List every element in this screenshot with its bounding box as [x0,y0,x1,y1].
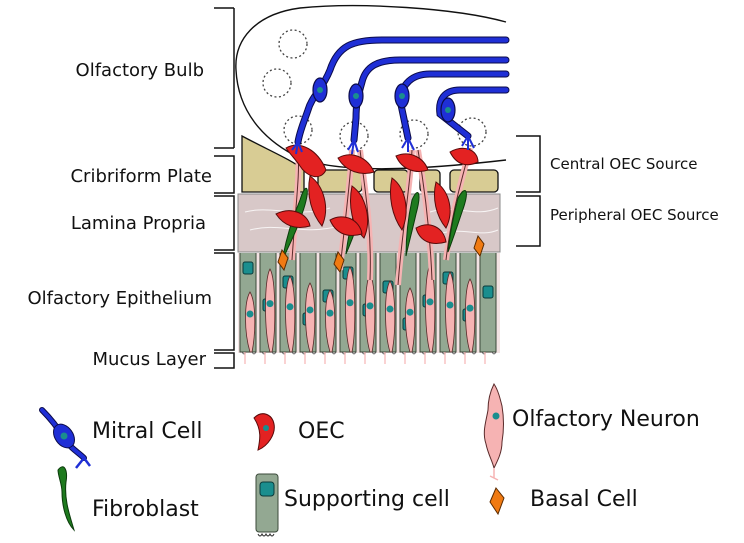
legend-basal-cell-label: Basal Cell [530,487,638,512]
cilium [461,351,467,355]
cilium [471,351,477,355]
cilium [421,351,427,355]
olfactory-neuron-nucleus [346,299,354,307]
legend-oec-icon [253,413,275,451]
cilium [431,351,437,355]
label-central-oec-source: Central OEC Source [550,155,697,173]
supporting-cell-nucleus [242,261,254,275]
legend-mitral-cell-icon [39,407,91,469]
cilium [391,351,397,355]
cilium [251,351,257,355]
cilium [241,351,247,355]
olfactory-neuron-nucleus [246,310,254,318]
cilium [311,351,317,355]
olfactory-neuron [445,271,456,353]
olfactory-neuron-nucleus [426,298,434,306]
olfactory-neuron-nucleus [266,300,274,308]
source-brackets [516,135,541,247]
label-mucus-layer: Mucus Layer [92,349,206,370]
cilium [271,351,277,355]
cilium [321,351,327,355]
cilium [371,351,377,355]
mitral-cells [291,36,510,155]
olfactory-neuron [245,291,256,353]
cilium [381,351,387,355]
basal-cells-in-tissue [277,234,485,274]
label-lamina-propria: Lamina Propria [71,213,206,234]
olfactory-neuron-nucleus [366,302,374,310]
legend-supporting-cell-icon [255,473,279,537]
legend-olfactory-neuron-label: Olfactory Neuron [512,407,700,432]
legend-olfactory-neuron-icon [483,383,504,481]
cilium [291,351,297,355]
olfactory-neuron-nucleus [306,306,314,314]
label-olfactory-bulb: Olfactory Bulb [76,60,204,81]
supporting-cell-nucleus [482,285,494,299]
cilium [481,351,487,355]
cilia [241,351,497,364]
cilium [261,351,267,355]
cilium [331,351,337,355]
olfactory-neuron [465,278,476,353]
cilium [451,351,457,355]
cilium [411,351,417,355]
olfactory-neuron [305,282,316,353]
olfactory-neuron-nucleus [406,308,414,316]
legend-mitral-cell-label: Mitral Cell [92,419,202,444]
legend-fibroblast-label: Fibroblast [92,497,199,522]
cilium [351,351,357,355]
legend-oec-label: OEC [298,419,345,444]
cilium [281,351,287,355]
cilium [301,351,307,355]
glomeruli [262,29,487,151]
cilium [491,351,497,355]
legend-basal-cell-icon [489,487,505,516]
olfactory-neuron-nucleus [386,305,394,313]
cilium [341,351,347,355]
olfactory-neuron [385,280,396,353]
olfactory-neuron [325,289,336,353]
label-peripheral-oec-source: Peripheral OEC Source [550,206,719,224]
layer-brackets [214,7,235,369]
legend-supporting-cell-label: Supporting cell [284,487,450,512]
olfactory-neurons [245,264,476,353]
cilium [401,351,407,355]
olfactory-epithelium [238,253,500,353]
olfactory-neuron [265,268,276,353]
cilium [361,351,367,355]
legend-fibroblast-icon [57,466,76,532]
cilium [441,351,447,355]
label-cribriform-plate: Cribriform Plate [70,166,212,187]
label-olfactory-epithelium: Olfactory Epithelium [27,288,212,309]
olfactory-neuron [405,287,416,353]
legend: Mitral Cell OEC Olfactory Neuron Fibrobl… [39,383,700,537]
olfactory-neuron-nucleus [286,303,294,311]
olfactory-neuron-nucleus [446,301,454,309]
olfactory-neuron-nucleus [326,309,334,317]
olfactory-neuron [285,275,296,353]
olfactory-neuron-nucleus [466,304,474,312]
supporting-cell [479,253,497,353]
olfactory-neuron [345,266,356,353]
